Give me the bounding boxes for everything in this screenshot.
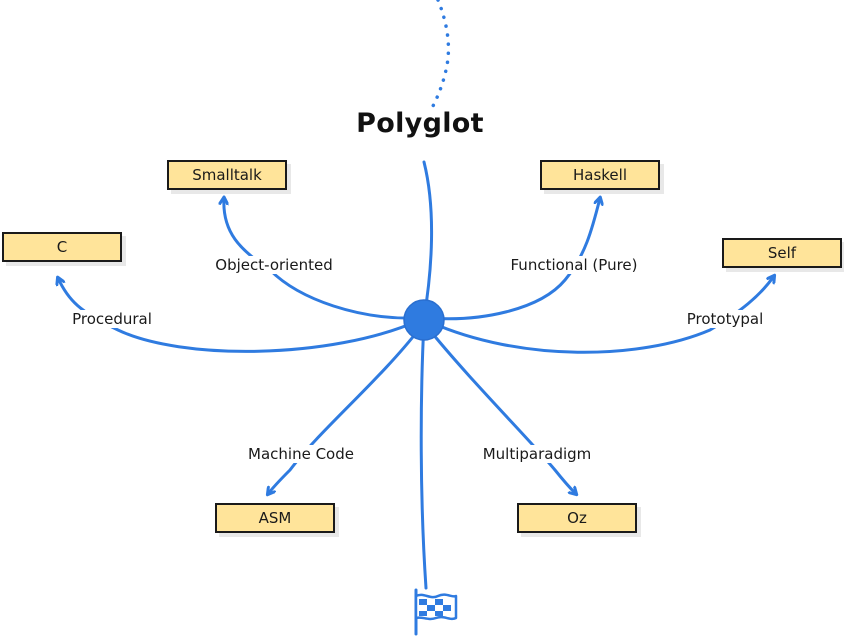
trunk-edge-top bbox=[422, 160, 434, 320]
hub-title: Polyglot bbox=[356, 108, 484, 139]
node-smalltalk[interactable]: Smalltalk bbox=[167, 160, 287, 190]
edge-machine-code bbox=[268, 326, 422, 494]
edge-label-machine-code: Machine Code bbox=[245, 445, 357, 463]
edge-functional bbox=[426, 198, 600, 321]
edge-procedural bbox=[58, 278, 422, 353]
node-c[interactable]: C bbox=[2, 232, 122, 262]
edge-label-procedural: Procedural bbox=[69, 310, 155, 328]
node-asm[interactable]: ASM bbox=[215, 503, 335, 533]
checkered-flag-icon bbox=[414, 588, 458, 636]
trunk-edge-bottom bbox=[419, 320, 428, 590]
edge-prototypal bbox=[428, 276, 774, 354]
edge-label-prototypal: Prototypal bbox=[683, 310, 767, 328]
incoming-dotted-path bbox=[430, 0, 451, 110]
node-self[interactable]: Self bbox=[722, 238, 842, 268]
node-haskell[interactable]: Haskell bbox=[540, 160, 660, 190]
edge-label-object-oriented: Object-oriented bbox=[212, 256, 336, 274]
node-oz[interactable]: Oz bbox=[517, 503, 637, 533]
edge-label-functional: Functional (Pure) bbox=[507, 256, 641, 274]
hub-node[interactable] bbox=[403, 299, 445, 341]
edge-multiparadigm bbox=[426, 326, 576, 494]
edge-label-multiparadigm: Multiparadigm bbox=[479, 445, 595, 463]
